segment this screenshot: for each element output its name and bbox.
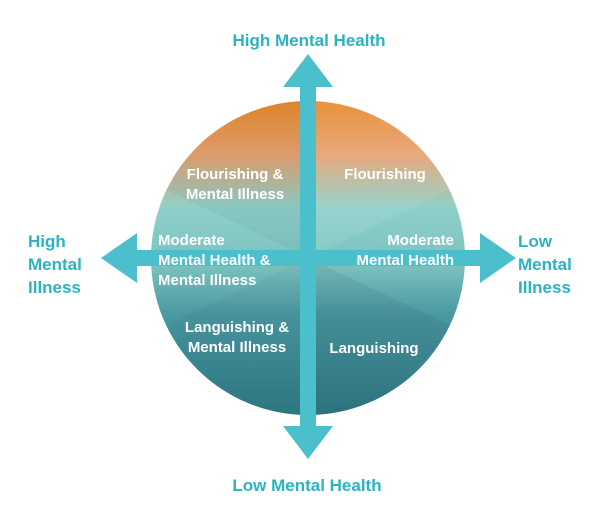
quadrant-flourishing-mental-illness: Flourishing & Mental Illness <box>185 166 285 203</box>
quadrant-languishing-mental-illness: Languishing & Mental Illness <box>184 319 290 356</box>
quadrant-languishing: Languishing <box>329 340 419 357</box>
axis-label-low-mental-health: Low Mental Health <box>232 476 382 495</box>
axis-label-low-mental-illness: Low Mental Illness <box>518 232 572 297</box>
horizontal-axis-arrow <box>101 233 516 283</box>
quadrant-moderate-mental-health: Moderate Mental Health <box>356 232 454 269</box>
quadrant-moderate-mental-health-mental-illness: Moderate Mental Health & Mental Illness <box>158 232 271 289</box>
quadrant-flourishing: Flourishing <box>344 166 426 183</box>
axis-label-high-mental-illness: High Mental Illness <box>28 232 82 297</box>
axis-label-high-mental-health: High Mental Health <box>232 31 386 50</box>
